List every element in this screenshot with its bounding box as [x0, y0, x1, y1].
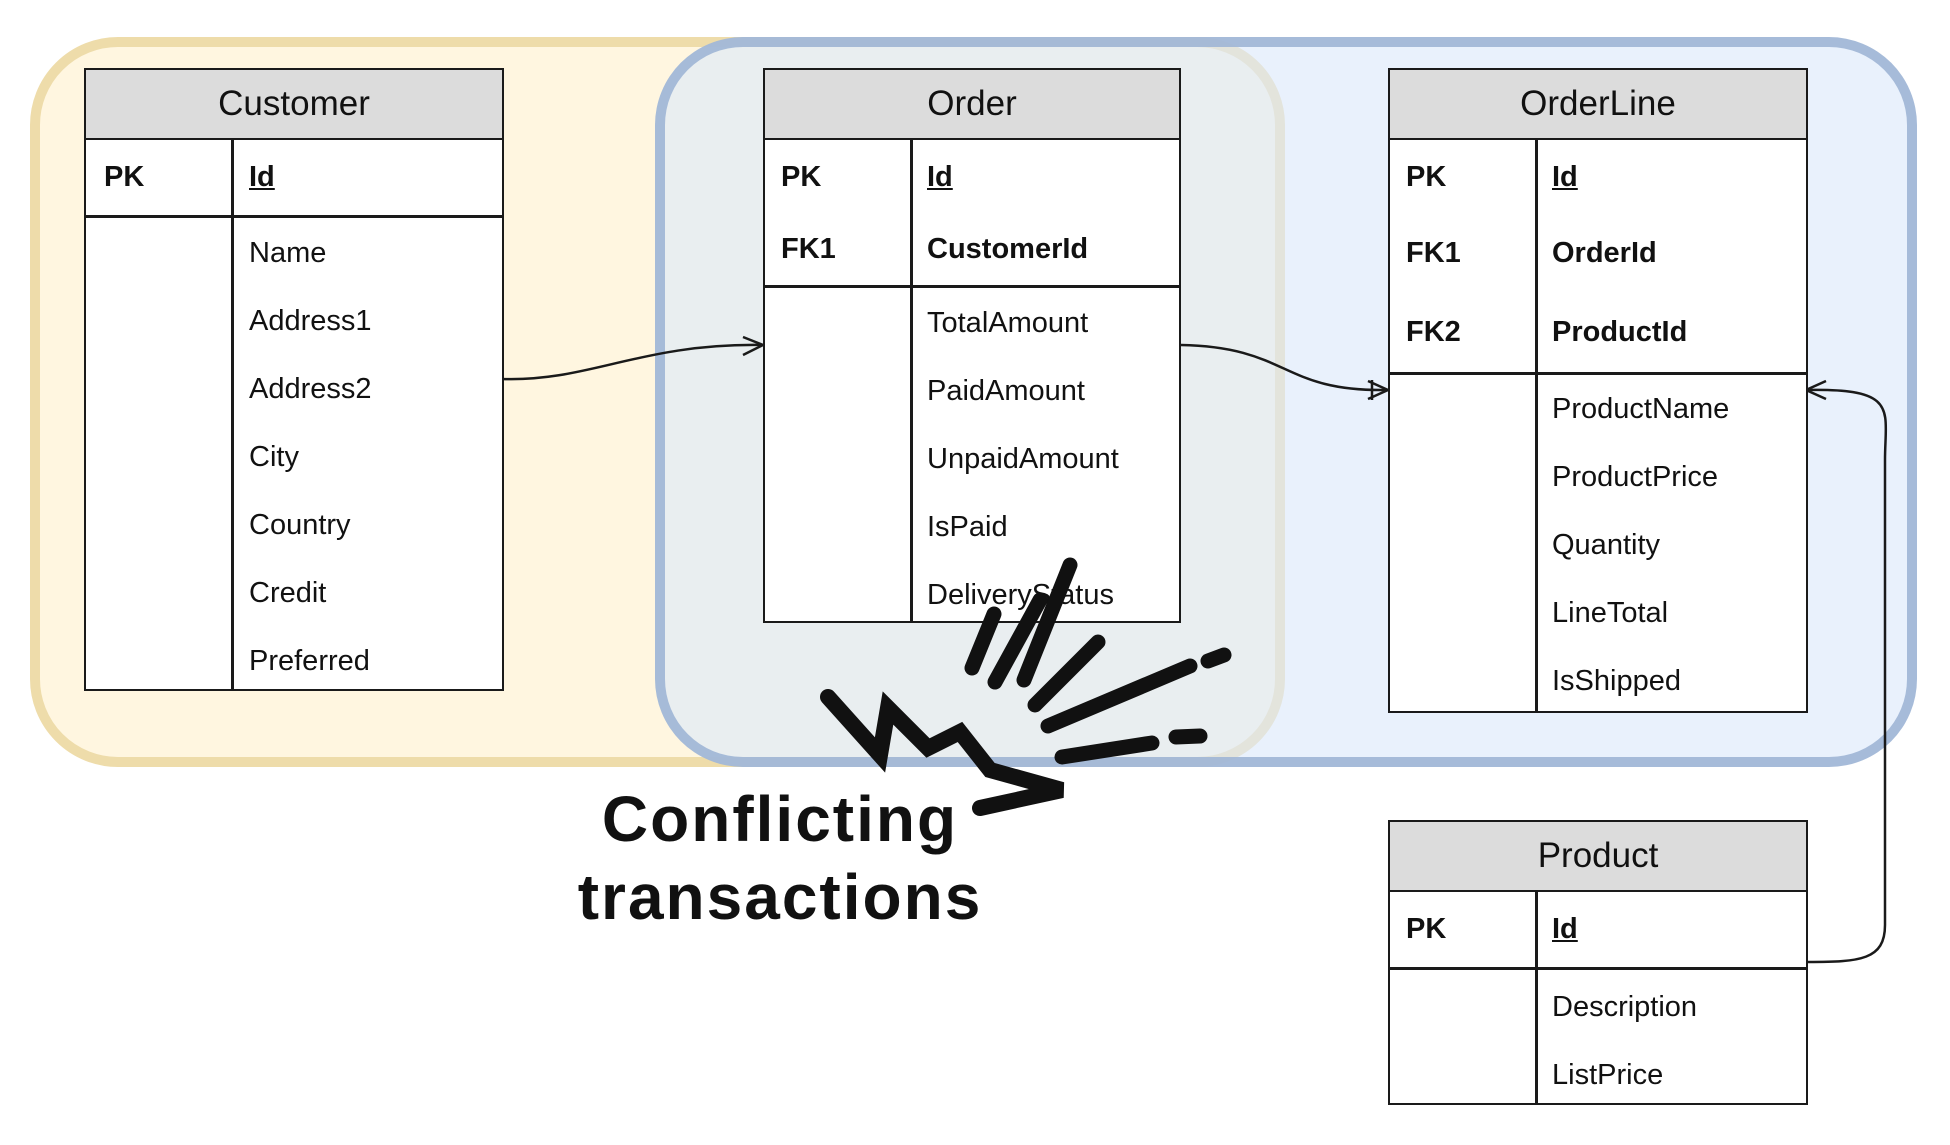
order-field: UnpaidAmount	[927, 443, 1119, 475]
order-field: TotalAmount	[927, 307, 1089, 339]
orderline-fk2-field: ProductId	[1552, 316, 1688, 348]
orderline-field: ProductPrice	[1552, 461, 1719, 493]
orderline-fk1-key: FK1	[1406, 237, 1461, 269]
customer-field: Address1	[249, 305, 372, 337]
conflict-annotation-line2: transactions	[577, 861, 983, 933]
customer-field: City	[249, 441, 299, 473]
orderline-fk1-field: OrderId	[1552, 237, 1657, 269]
orderline-pk-key: PK	[1406, 161, 1447, 193]
order-fk1-key: FK1	[781, 233, 836, 265]
orderline-field: IsShipped	[1552, 665, 1681, 697]
orderline-field: LineTotal	[1552, 597, 1669, 629]
product-field: ListPrice	[1552, 1059, 1664, 1091]
customer-field: Name	[249, 237, 327, 269]
link-customer-order	[501, 343, 764, 381]
order-table-title: Order	[765, 70, 1179, 140]
order-table[interactable]: Order PK Id FK1 CustomerId TotalAmount P…	[763, 68, 1181, 623]
order-pk-key: PK	[781, 161, 822, 193]
orderline-table[interactable]: OrderLine PK Id FK1 OrderId FK2 ProductI…	[1388, 68, 1808, 713]
orderline-field: Quantity	[1552, 529, 1660, 561]
product-table-title: Product	[1390, 822, 1806, 892]
customer-field: Address2	[249, 373, 372, 405]
product-pk-key: PK	[1406, 913, 1447, 945]
product-field: Description	[1552, 991, 1698, 1023]
orderline-fk2-key: FK2	[1406, 316, 1461, 348]
link-orderline-product	[1805, 388, 1888, 964]
order-fk1-field: CustomerId	[927, 233, 1089, 265]
orderline-pk-field: Id	[1552, 161, 1578, 193]
order-field: IsPaid	[927, 511, 1008, 543]
conflict-annotation-label: Conflicting transactions	[520, 780, 1040, 936]
customer-pk-field: Id	[249, 161, 275, 193]
order-field: PaidAmount	[927, 375, 1085, 407]
customer-table[interactable]: Customer PK Id Name Address1 Address2 Ci…	[84, 68, 504, 691]
orderline-table-title: OrderLine	[1390, 70, 1806, 140]
product-pk-field: Id	[1552, 913, 1578, 945]
product-table[interactable]: Product PK Id Description ListPrice	[1388, 820, 1808, 1105]
customer-field: Credit	[249, 577, 327, 609]
customer-field: Preferred	[249, 645, 370, 677]
orderline-field: ProductName	[1552, 393, 1730, 425]
customer-pk-key: PK	[104, 161, 145, 193]
customer-table-title: Customer	[86, 70, 502, 140]
customer-field: Country	[249, 509, 351, 541]
conflict-annotation-line1: Conflicting	[601, 783, 959, 855]
order-pk-field: Id	[927, 161, 953, 193]
order-field: DeliveryStatus	[927, 579, 1114, 611]
link-order-orderline	[1180, 343, 1389, 392]
